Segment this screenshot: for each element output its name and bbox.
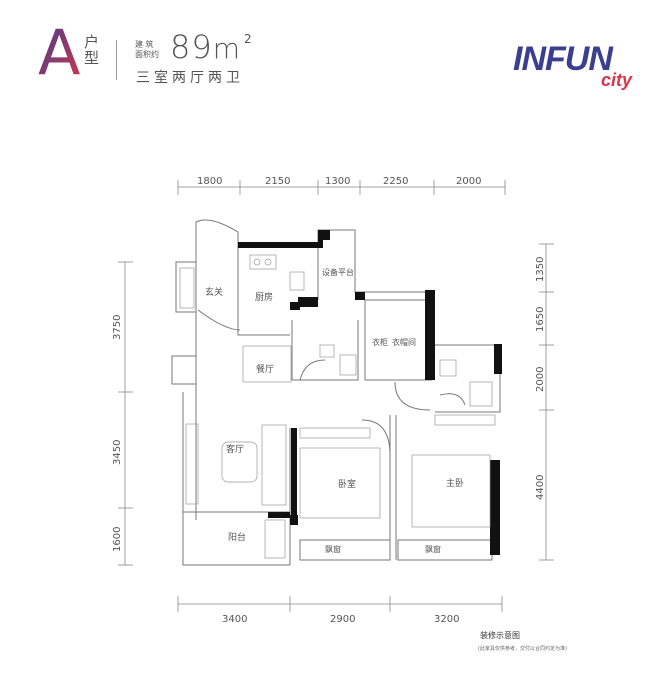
toilet-2 [439,359,457,377]
logo-sub-text: city [601,70,633,90]
tv-cabinet [185,423,199,505]
room-labels: 玄关 厨房 设备平台 餐厅 客厅 阳台 卧室 主卧 衣柜 衣帽间 飘窗 飘窗 [205,267,464,554]
dim-top-1: 1800 [197,176,222,187]
dim-top-4: 2250 [383,176,408,187]
area-superscript: 2 [244,32,252,46]
unit-type-line1: 户 [84,33,100,51]
caption-note: (此家具仅供参考，交付以合同约定为准) [478,646,567,652]
header-divider [116,40,117,80]
washing-machine [264,519,286,559]
sink [289,271,305,291]
structural-walls [238,230,502,555]
bed-right [411,454,491,528]
dim-left-1: 3750 [112,315,123,340]
basin-1 [339,354,357,376]
room-balcony: 阳台 [228,531,246,543]
bed-left [299,447,381,519]
unit-letter-logo: A [38,20,80,80]
layout-description: 三室两厅两卫 [136,70,244,86]
room-living: 客厅 [226,443,244,455]
room-entry: 玄关 [205,286,223,298]
room-bay-left: 飘窗 [325,544,341,554]
dim-right-4: 4400 [535,475,546,500]
header: A 户 型 建 筑 面积约 89m 2 三室两厅两卫 INFUN city [0,0,662,110]
unit-letter: A [38,20,80,80]
room-service-balcony: 设备平台 [322,267,354,277]
sofa [261,424,287,506]
room-kitchen: 厨房 [255,291,273,303]
dim-bottom-1: 3400 [222,614,247,625]
wardrobe-right [434,414,496,426]
basin-2 [469,381,493,407]
unit-type-label: 户 型 [84,34,99,66]
dim-right-2: 1650 [535,307,546,332]
toilet-1 [319,344,335,358]
room-bay-right: 飘窗 [425,544,441,554]
area-label-line1: 建 筑 [135,40,154,49]
dining-table [242,345,292,383]
area-label-line2: 面积约 [135,50,159,59]
dimension-labels: 1800 2150 1300 2250 2000 3400 2900 3200 … [112,176,546,625]
dim-bottom-2: 2900 [330,614,355,625]
room-bedroom-right: 主卧 [446,477,464,489]
dim-right-1: 1350 [535,257,546,282]
dim-top-3: 1300 [325,176,350,187]
dim-top-2: 2150 [265,176,290,187]
area-number: 89 [170,28,213,66]
dim-right-3: 2000 [535,367,546,392]
room-bedroom-left: 卧室 [338,478,356,490]
shoe-cabinet [179,267,195,309]
brand-logo: INFUN city [513,40,653,100]
room-dining: 餐厅 [256,363,274,375]
furniture [179,254,496,559]
area-unit: m [212,32,241,65]
coffee-table [221,441,258,483]
area-value: 89m [170,28,241,66]
dim-top-5: 2000 [456,176,481,187]
caption-title: 装修示意图 [480,631,520,640]
wardrobe-left [299,427,371,439]
room-wardrobe: 衣柜 [372,337,388,347]
dim-left-3: 1600 [112,527,123,552]
dimension-lines [118,180,554,612]
logo-main-text: INFUN [513,40,613,78]
dim-left-2: 3450 [112,440,123,465]
room-cloakroom: 衣帽间 [392,337,416,347]
area-label: 建 筑 面积约 [135,40,159,60]
unit-type-line2: 型 [84,49,100,67]
stove [249,254,277,270]
dim-bottom-3: 3200 [434,614,459,625]
